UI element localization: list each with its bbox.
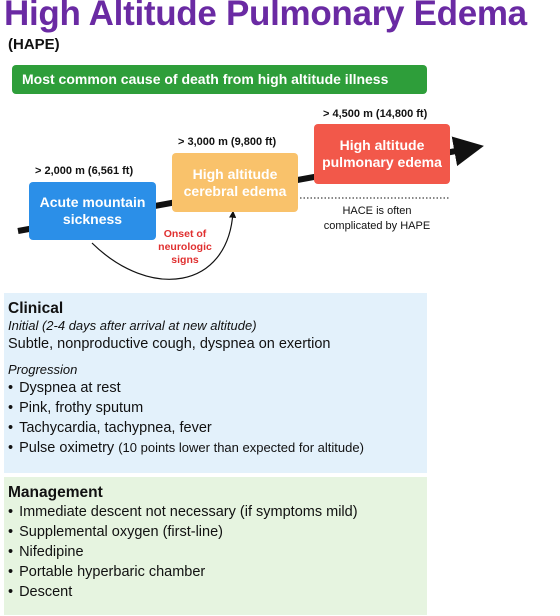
list-item: Immediate descent not necessary (if symp…: [8, 502, 423, 522]
list-item: Pink, frothy sputum: [8, 398, 423, 418]
management-list: Immediate descent not necessary (if symp…: [8, 502, 423, 602]
hace-note: HACE is often complicated by HAPE: [323, 205, 431, 232]
pulse-note: (10 points lower than expected for altit…: [118, 440, 364, 455]
list-item: Portable hyperbaric chamber: [8, 562, 423, 582]
onset-label: Onset of neurologic signs: [158, 228, 212, 266]
stage-label-hace: High altitude cerebral edema: [183, 165, 287, 199]
page-title: High Altitude Pulmonary Edema: [4, 0, 527, 33]
stage-altitude-hape: > 4,500 m (14,800 ft): [323, 108, 428, 120]
management-panel: Management Immediate descent not necessa…: [4, 477, 427, 615]
stage-label-ams: Acute mountain sickness: [39, 194, 146, 227]
stage-label-hape: High altitude pulmonary edema: [322, 137, 442, 170]
list-item: Nifedipine: [8, 542, 423, 562]
summary-banner: Most common cause of death from high alt…: [12, 65, 427, 94]
stage-altitude-hace: > 3,000 m (9,800 ft): [178, 136, 277, 148]
initial-text: Subtle, nonproductive cough, dyspnea on …: [8, 336, 331, 352]
progression-list: Dyspnea at rest Pink, frothy sputum Tach…: [8, 378, 423, 458]
list-item: Pulse oximetry (10 points lower than exp…: [8, 438, 423, 458]
stage-box-hape: High altitude pulmonary edema: [314, 124, 450, 184]
stage-box-hace: High altitude cerebral edema: [172, 153, 298, 212]
list-item: Dyspnea at rest: [8, 378, 423, 398]
page-subtitle: (HAPE): [8, 36, 60, 53]
list-item: Supplemental oxygen (first-line): [8, 522, 423, 542]
stage-altitude-ams: > 2,000 m (6,561 ft): [35, 165, 134, 177]
onset-curve-arrow: [91, 210, 237, 280]
management-heading: Management: [8, 484, 103, 501]
list-item: Descent: [8, 582, 423, 602]
list-item: Tachycardia, tachypnea, fever: [8, 418, 423, 438]
clinical-panel: Clinical Initial (2-4 days after arrival…: [4, 293, 427, 473]
initial-label: Initial (2-4 days after arrival at new a…: [8, 318, 257, 333]
pulse-item: Pulse oximetry: [19, 440, 115, 456]
progression-label: Progression: [8, 362, 78, 377]
stage-box-ams: Acute mountain sickness: [29, 182, 156, 240]
clinical-heading: Clinical: [8, 300, 64, 317]
